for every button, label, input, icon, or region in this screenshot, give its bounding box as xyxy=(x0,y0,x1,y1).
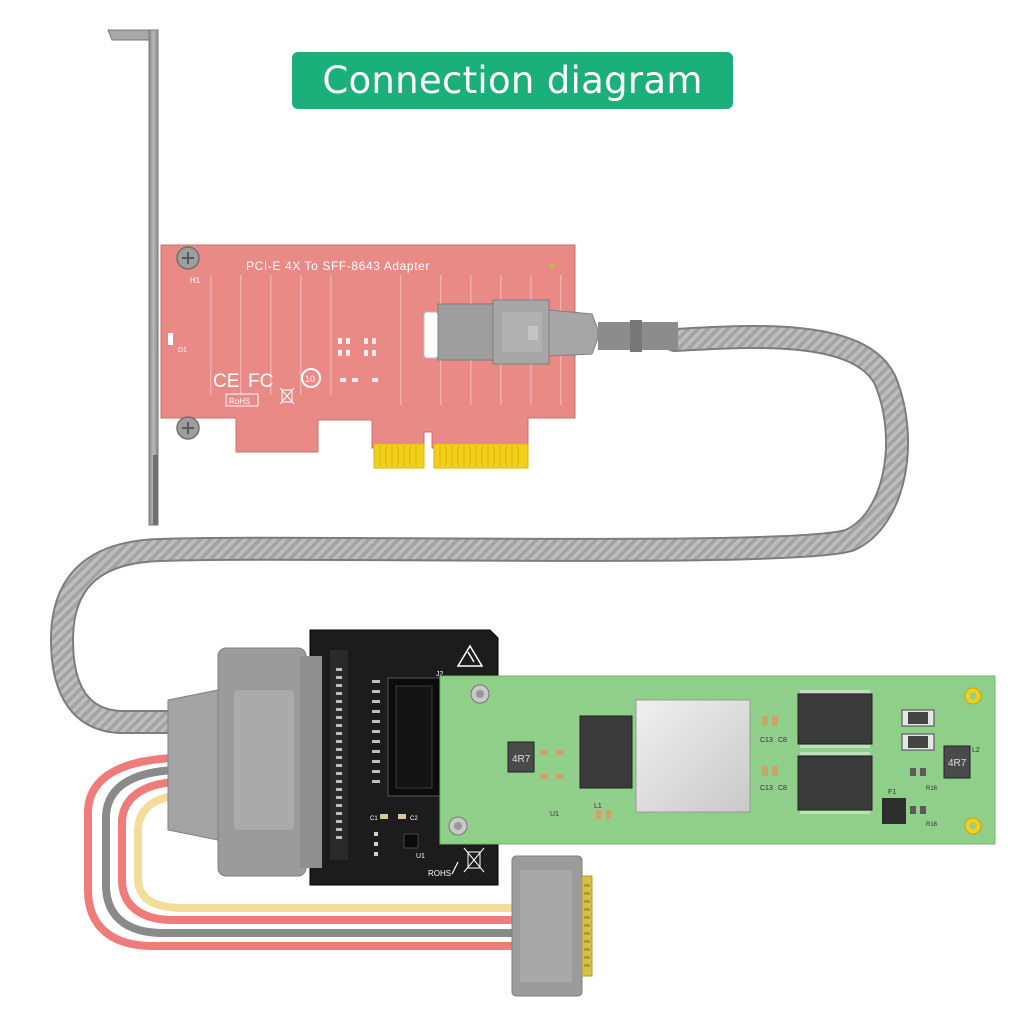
rohs-mark-icon: RoHS xyxy=(229,397,250,406)
screw-top xyxy=(176,246,200,270)
label-c8-top: C8 xyxy=(778,737,787,744)
inductor-2-label: 4R7 xyxy=(948,758,967,769)
page-title: Connection diagram xyxy=(322,59,703,102)
weee-bin-icon-2 xyxy=(463,847,485,873)
sff-8643-plug-bottom xyxy=(167,647,322,877)
sata-power-wires xyxy=(84,754,524,950)
fcc-mark-icon: FC xyxy=(248,371,273,392)
label-j2: J2 xyxy=(436,671,444,678)
label-u1-ssd: U1 xyxy=(550,811,559,818)
led-label: D1 xyxy=(178,347,187,354)
inductor-1-label: 4R7 xyxy=(512,754,531,765)
sata-power-connector xyxy=(511,855,593,997)
sff-8643-cable xyxy=(49,324,909,734)
label-c1: C1 xyxy=(370,816,378,822)
pci-bracket xyxy=(107,29,159,526)
title-badge: Connection diagram xyxy=(292,52,733,109)
label-c13-bot: C13 xyxy=(760,785,773,792)
sff-8643-plug-top xyxy=(437,299,678,365)
esd-warning-icon xyxy=(456,644,484,667)
label-f1: F1 xyxy=(888,789,896,796)
label-r16a: R16 xyxy=(926,786,938,792)
label-u1: U1 xyxy=(416,853,425,860)
label-c8-bot: C8 xyxy=(778,785,787,792)
label-l1: L1 xyxy=(594,803,602,810)
label-r16b: R16 xyxy=(926,822,938,828)
rohs-label: ROHS xyxy=(428,869,451,878)
label-l2: L2 xyxy=(972,747,980,754)
weee-bin-icon xyxy=(279,387,295,405)
ce-mark-icon: CE xyxy=(213,371,239,392)
hole-label: H1 xyxy=(190,276,201,285)
m2-ssd-board: 4R7 4R7 C13 C8 C13 C8 L1 xyxy=(439,675,996,845)
label-c13-top: C13 xyxy=(760,737,773,744)
board-label: PCI-E 4X To SFF-8643 Adapter xyxy=(246,259,430,273)
screw-bottom xyxy=(176,416,200,440)
recycle-mark-icon: 10 xyxy=(305,374,315,384)
label-c2: C2 xyxy=(410,816,418,822)
pcie-adapter-board: H1 D1 PCI-E 4X To SFF-8643 Adapter CE FC… xyxy=(160,244,576,469)
